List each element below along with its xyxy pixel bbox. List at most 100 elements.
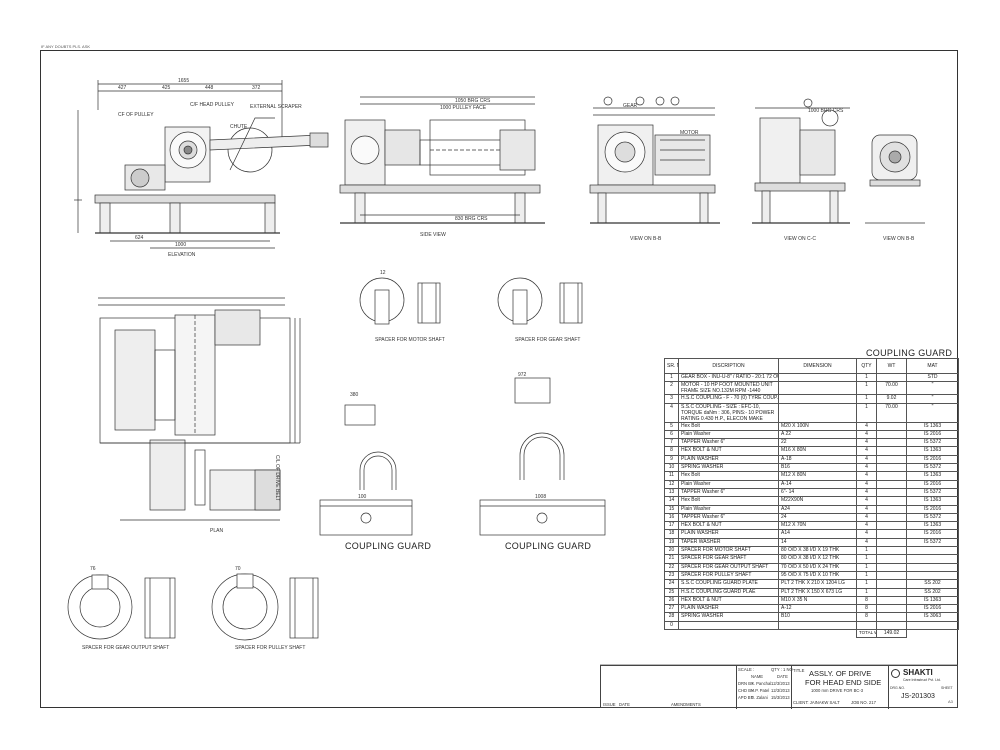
bom-cell: A-18 xyxy=(778,454,857,465)
spacer-motor-drawing xyxy=(359,277,441,325)
label-elevation: ELEVATION xyxy=(168,252,196,258)
chkd-by-label: CHD BY xyxy=(738,688,754,693)
bom-cell: A 22 xyxy=(778,429,857,440)
bom-cell: HEX BOLT & NUT xyxy=(678,521,779,531)
bom-cell: 18 xyxy=(664,529,679,539)
bom-cell xyxy=(876,570,907,581)
dim-380: 380 xyxy=(350,392,359,398)
bom-cell: 12 xyxy=(664,479,679,489)
bom-cell: IS 2016 xyxy=(906,504,959,514)
side-view xyxy=(339,96,545,224)
bom-cell: Plain Washer xyxy=(678,479,779,489)
bom-cell xyxy=(876,429,907,440)
bom-cell xyxy=(906,554,959,564)
bom-total-row: TOTAL WT 149.02 xyxy=(665,628,959,639)
bom-cell xyxy=(876,562,907,572)
bom-cell: 23 xyxy=(664,570,679,581)
bom-cell xyxy=(778,372,857,383)
label-side-view: SIDE VIEW xyxy=(420,232,446,238)
bom-cell xyxy=(876,479,907,489)
dim-bearing: 1050 BRG CRS xyxy=(455,98,491,104)
company-sub: Care Infrastruct Pvt. Ltd. xyxy=(903,678,941,682)
bom-cell: B16 xyxy=(778,463,857,473)
label-spacer-pulley: SPACER FOR PULLEY SHAFT xyxy=(235,645,306,651)
label-coupling-guard-2: COUPLING GUARD xyxy=(505,541,592,551)
bom-cell xyxy=(876,487,907,498)
bom-cell: GEAR BOX - INU-U-8" / RATIO - 20:1 72 OU… xyxy=(678,372,779,383)
company-logo-icon xyxy=(891,669,900,678)
bom-cell: IS 2016 xyxy=(906,529,959,539)
bom-cell: 70.00 xyxy=(876,402,907,423)
bom-cell: SS 202 xyxy=(906,579,959,589)
label-plan: PLAN xyxy=(210,528,224,534)
label-spacer-motor: SPACER FOR MOTOR SHAFT xyxy=(375,337,445,343)
bom-cell: PLT 2 THK X 210 X 1204 LG xyxy=(778,579,857,589)
bom-cell: 10 xyxy=(664,463,679,473)
elevation-view xyxy=(74,80,329,249)
bom-cell: IS 1363 xyxy=(906,471,959,481)
bom-cell xyxy=(876,421,907,431)
client-label: CLIENT: JAINAKW SALT xyxy=(793,700,840,705)
bom-cell: B10 xyxy=(778,612,857,622)
bom-cell xyxy=(778,620,857,631)
bom-cell: 9 xyxy=(664,454,679,465)
name-label: NAME xyxy=(751,674,764,679)
bom-cell: 1 xyxy=(856,562,877,572)
bom-cell: M12 X 80N xyxy=(778,471,857,481)
bom-cell: S.S.C COUPLING - SIZE : EFC-10, TORQUE d… xyxy=(678,402,779,423)
bom-cell: 0 xyxy=(664,620,679,631)
aprd-by-label: APD BY xyxy=(738,695,754,700)
bom-cell: TAPPER Washer 6" xyxy=(678,512,779,523)
bom-cell: 80 O/D X 38 I/D X 12 THK xyxy=(778,554,857,564)
bom-cell: 4 xyxy=(856,487,877,498)
bom-cell: SPACER FOR MOTOR SHAFT xyxy=(678,546,779,556)
bom-cell xyxy=(876,579,907,589)
aprd-by-name: D. Zalani xyxy=(751,695,768,700)
bom-cell: 8 xyxy=(856,612,877,622)
job-no-label: JOB NO. 217 xyxy=(851,700,876,705)
dim-624: 624 xyxy=(135,235,144,241)
bom-header-row: SR. NO DISCRIPTION DIMENSION QTY WT MAT xyxy=(664,358,959,374)
bom-cell: 8 xyxy=(664,446,679,456)
note-external-scraper: EXTERNAL SCRAPER xyxy=(250,104,302,110)
note-motor: MOTOR xyxy=(680,130,699,136)
bom-cell: IS 3063 xyxy=(906,612,959,622)
bom-cell: IS 2016 xyxy=(906,604,959,614)
dim-830: 830 BRG CRS xyxy=(455,216,488,222)
scale-label: SCALE : xyxy=(738,667,755,672)
bom-cell: IS 5372 xyxy=(906,438,959,448)
bom-cell: 14 xyxy=(778,537,857,548)
bom-cell: A-14 xyxy=(778,479,857,489)
title-line-2: FOR HEAD END SIDE xyxy=(805,678,882,687)
bom-cell: 4 xyxy=(856,446,877,456)
bom-cell: 24 xyxy=(778,512,857,523)
note-head-pulley: C/F HEAD PULLEY xyxy=(190,102,234,108)
bom-cell: 4 xyxy=(856,537,877,548)
bom-cell: 20 xyxy=(664,546,679,556)
issue-date-label: DATE xyxy=(619,702,630,707)
qty-label: QTY : 1 NO xyxy=(771,667,793,672)
bom-cell: Hex Bolt xyxy=(678,496,779,506)
bom-cell: SPACER FOR GEAR SHAFT xyxy=(678,554,779,564)
bom-cell: 22 xyxy=(664,562,679,572)
bom-cell: TAPER WASHER xyxy=(678,537,779,548)
note-drive-belt: C/L OF DRIVE BELT xyxy=(274,455,280,502)
bom-cell: PLT 2 THK X 150 X 673 LG xyxy=(778,587,857,597)
bom-cell xyxy=(876,612,907,622)
bom-cell: STD xyxy=(906,372,959,383)
bom-header-mat: MAT xyxy=(906,358,959,374)
bom-cell: 4 xyxy=(856,454,877,465)
bom-cell: 4 xyxy=(856,496,877,506)
date-label: DATE xyxy=(777,674,788,679)
bom-cell xyxy=(876,546,907,556)
bom-cell: 8 xyxy=(856,604,877,614)
